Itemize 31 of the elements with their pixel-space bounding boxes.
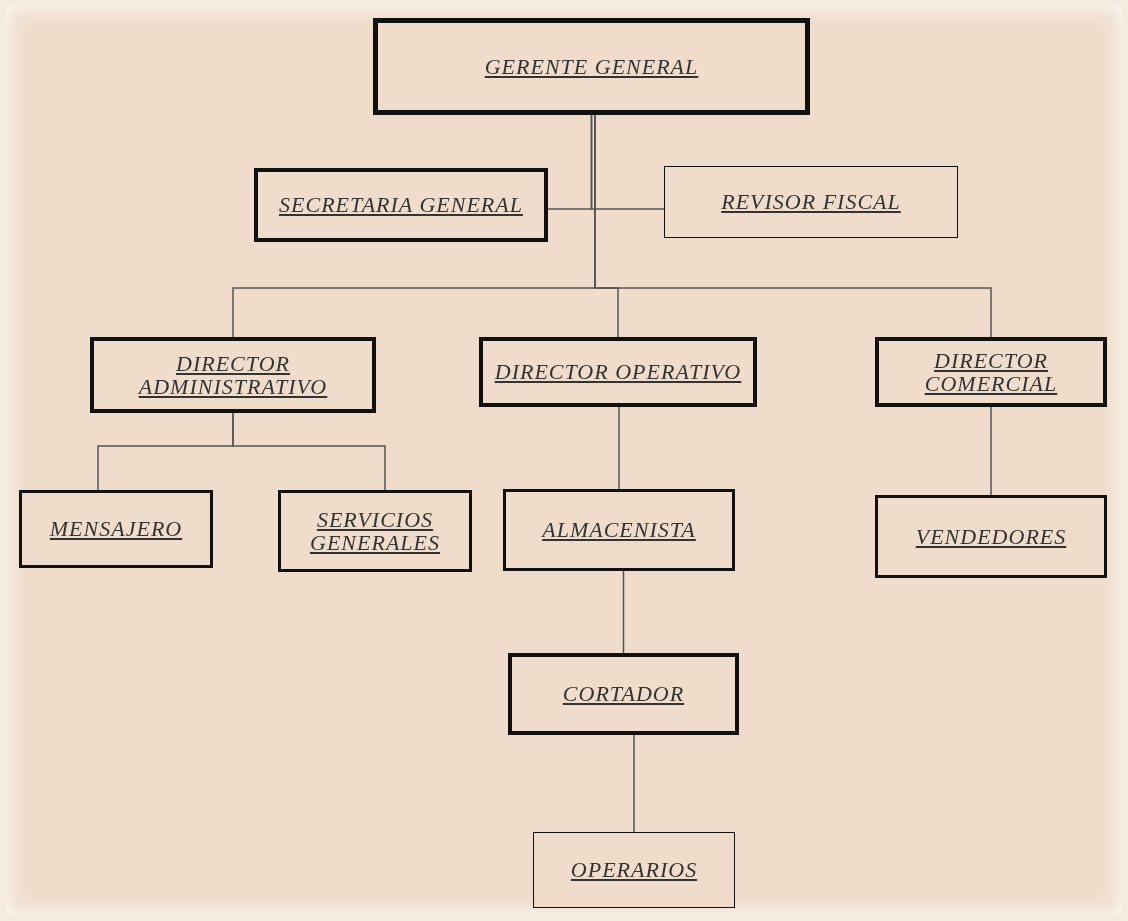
connector-line — [590, 114, 665, 210]
position-box — [508, 653, 739, 735]
position-title: OPERARIOS — [570, 858, 698, 882]
connector-line — [232, 412, 386, 491]
connector-line — [990, 406, 992, 496]
position-title: SECRETARIA GENERAL — [279, 193, 523, 217]
position-title: REVISOR FISCAL — [721, 190, 901, 214]
connector-line — [618, 406, 620, 490]
position-box — [479, 337, 757, 407]
position-box — [373, 18, 810, 115]
position-title: MENSAJERO — [49, 517, 183, 541]
connector-line — [633, 734, 635, 833]
position-box — [90, 337, 376, 413]
position-box — [875, 495, 1107, 578]
position-box — [254, 168, 548, 242]
position-box — [278, 490, 472, 572]
position-title: DIRECTOR COMERCIAL — [923, 348, 1059, 396]
position-box — [503, 489, 735, 571]
position-title: DIRECTOR ADMINISTRATIVO — [136, 351, 329, 399]
position-title: GERENTE GENERAL — [484, 54, 699, 79]
position-box — [664, 166, 958, 238]
position-box — [533, 832, 735, 908]
position-title: DIRECTOR OPERATIVO — [494, 360, 742, 384]
position-title: ALMACENISTA — [542, 518, 696, 542]
position-box — [875, 337, 1107, 407]
connector-line — [594, 114, 992, 338]
position-title: VENDEDORES — [915, 524, 1067, 549]
position-box — [19, 490, 213, 568]
position-title: CORTADOR — [562, 682, 685, 706]
position-title: SERVICIOS GENERALES — [309, 507, 441, 555]
connector-line — [622, 570, 625, 654]
